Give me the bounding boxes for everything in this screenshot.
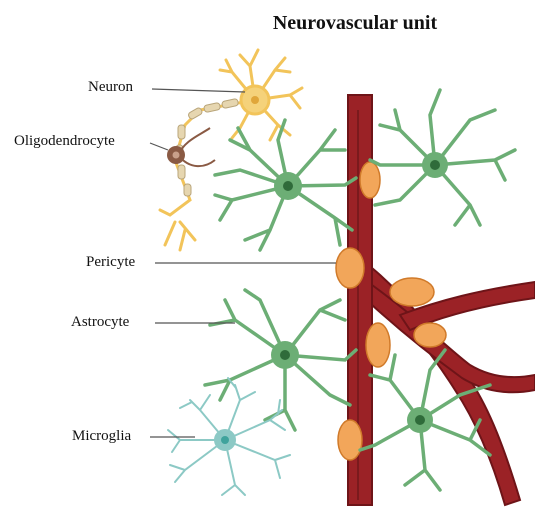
label-pericyte: Pericyte [86,254,135,271]
myelin-sheath [176,98,239,196]
leader-lines [150,89,336,437]
diagram-title: Neurovascular unit [210,12,500,35]
label-microglia: Microglia [72,428,131,445]
label-astrocyte: Astrocyte [71,314,129,331]
oligodendrocyte-cell [167,128,215,166]
label-neuron: Neuron [88,79,133,96]
label-oligodendrocyte: Oligodendrocyte [14,133,115,150]
